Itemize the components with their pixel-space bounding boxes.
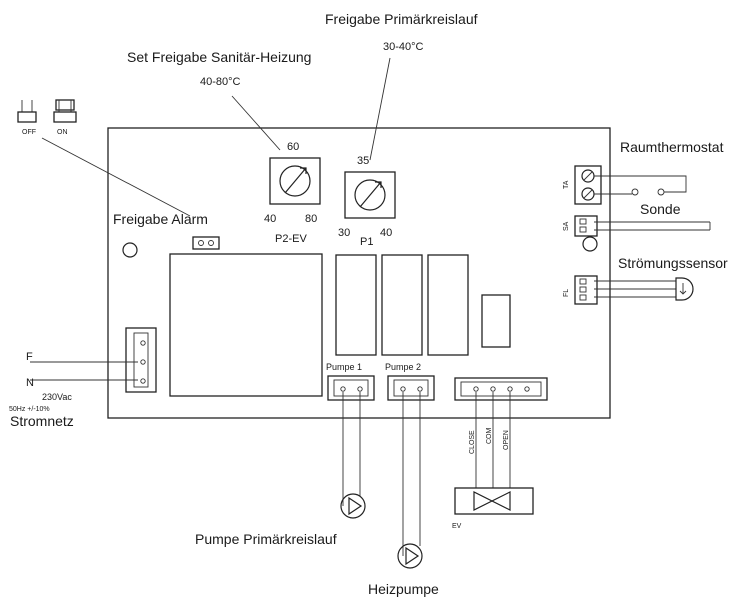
label-primaer-range: 30-40°C (383, 41, 424, 53)
flow-sensor-wire (594, 280, 676, 298)
label-open: OPEN (503, 430, 510, 450)
p2-max-value: 80 (305, 213, 317, 225)
p2-label: P2-EV (275, 233, 307, 245)
potentiometer-p2-ev[interactable]: 60 40 80 P2-EV (264, 141, 321, 245)
label-freigabe-alarm: Freigabe Alarm (113, 211, 208, 227)
label-stroemungssensor: Strömungssensor (618, 255, 728, 271)
relay-3 (427, 254, 469, 356)
p1-top-value: 35 (357, 155, 369, 167)
label-sonde: Sonde (640, 201, 681, 217)
label-com: COM (486, 428, 493, 445)
ev-connector[interactable] (454, 377, 548, 401)
thermostat-wire (594, 175, 687, 195)
alarm-hole (122, 242, 138, 258)
board-hole-right (582, 236, 598, 252)
label-freigabe-primaerkreislauf: Freigabe Primärkreislauf (325, 11, 478, 27)
sonde-wire (594, 221, 711, 231)
label-frequency: 50Hz +/-10% (9, 406, 50, 413)
transformer (169, 253, 323, 397)
thermostat-contact-2 (657, 188, 665, 196)
alarm-jumper[interactable] (192, 236, 220, 250)
leader-set-freigabe (231, 95, 281, 151)
jumper-off-icon (17, 100, 37, 123)
label-ta: TA (563, 180, 570, 189)
p1-label: P1 (360, 236, 373, 248)
label-pumpe-1: Pumpe 1 (326, 362, 362, 372)
pumpe-1-wire (342, 392, 361, 506)
heizpumpe-icon (397, 543, 423, 569)
p2-top-value: 60 (287, 141, 299, 153)
label-n: N (26, 377, 34, 389)
label-pumpe-2: Pumpe 2 (385, 362, 421, 372)
label-voltage: 230Vac (42, 392, 72, 402)
label-sa: SA (563, 221, 570, 231)
leader-freigabe-primaer (369, 57, 391, 161)
ev-wires (475, 392, 511, 488)
fl-terminal[interactable] (574, 275, 598, 305)
relay-1 (335, 254, 377, 356)
valve-ev-icon (454, 487, 534, 515)
potentiometer-p1[interactable]: 35 30 40 P1 (338, 155, 396, 248)
pumpe-1-connector[interactable] (327, 375, 375, 401)
label-set-freigabe: Set Freigabe Sanitär-Heizung (127, 49, 311, 65)
pump-primaer-icon (340, 493, 366, 519)
relay-2 (381, 254, 423, 356)
label-fl: FL (563, 289, 570, 297)
p1-min-value: 30 (338, 227, 350, 239)
label-close: CLOSE (469, 430, 476, 454)
pumpe-2-connector[interactable] (387, 375, 435, 401)
label-set-freigabe-range: 40-80°C (200, 76, 241, 88)
sa-terminal[interactable] (574, 215, 598, 237)
relay-4 (481, 294, 511, 348)
mains-wires (30, 361, 138, 381)
label-heizpumpe: Heizpumpe (368, 581, 439, 597)
p1-max-value: 40 (380, 227, 392, 239)
ta-terminal[interactable] (574, 165, 602, 205)
label-on: ON (57, 129, 68, 136)
jumper-on-icon (53, 99, 77, 123)
p2-min-value: 40 (264, 213, 276, 225)
label-raumthermostat: Raumthermostat (620, 139, 724, 155)
mains-connector[interactable] (125, 327, 157, 393)
label-ev: EV (452, 523, 462, 530)
leader-alarm (41, 137, 191, 217)
thermostat-contact-1 (631, 188, 639, 196)
label-f: F (26, 351, 33, 363)
label-stromnetz: Stromnetz (10, 413, 74, 429)
pumpe-2-wire (402, 392, 421, 556)
label-pumpe-primaerkreislauf: Pumpe Primärkreislauf (195, 531, 337, 547)
label-off: OFF (22, 129, 36, 136)
flow-sensor-icon (675, 277, 694, 301)
